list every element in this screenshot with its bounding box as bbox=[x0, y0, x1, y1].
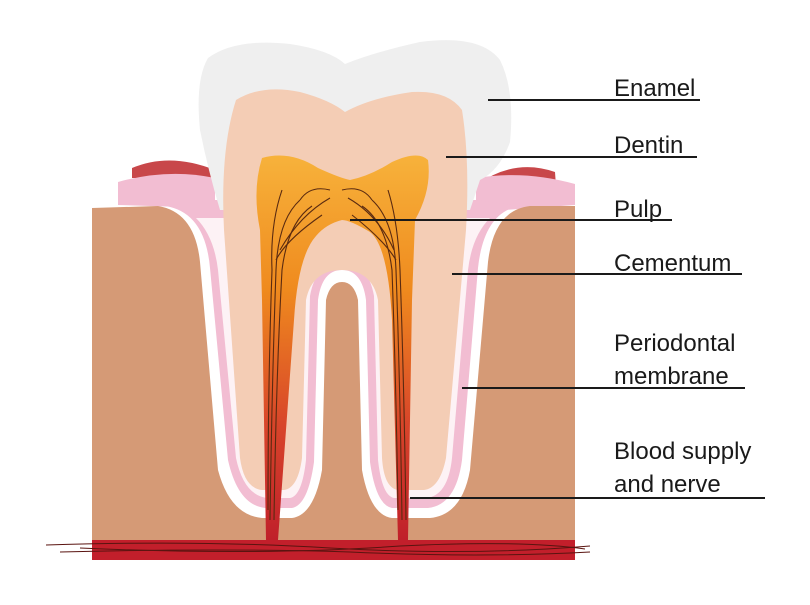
dentin-label: Dentin bbox=[614, 132, 684, 159]
periodontal-label-line1: Periodontal bbox=[614, 330, 736, 357]
gum-right-pink bbox=[476, 175, 575, 212]
gum-left-pink bbox=[118, 173, 215, 208]
blood-vessel-fibers bbox=[45, 542, 591, 556]
pulp-chamber bbox=[256, 155, 429, 541]
blood-supply-label-line2: and nerve bbox=[614, 471, 721, 498]
enamel-label: Enamel bbox=[614, 75, 696, 102]
blood-supply-label-line1: Blood supply bbox=[614, 438, 752, 465]
pulp-label: Pulp bbox=[614, 196, 663, 223]
periodontal-label-line2: membrane bbox=[614, 363, 729, 390]
leader-lines bbox=[350, 99, 765, 499]
bone-tissue bbox=[92, 206, 575, 545]
cementum-label: Cementum bbox=[614, 250, 732, 277]
